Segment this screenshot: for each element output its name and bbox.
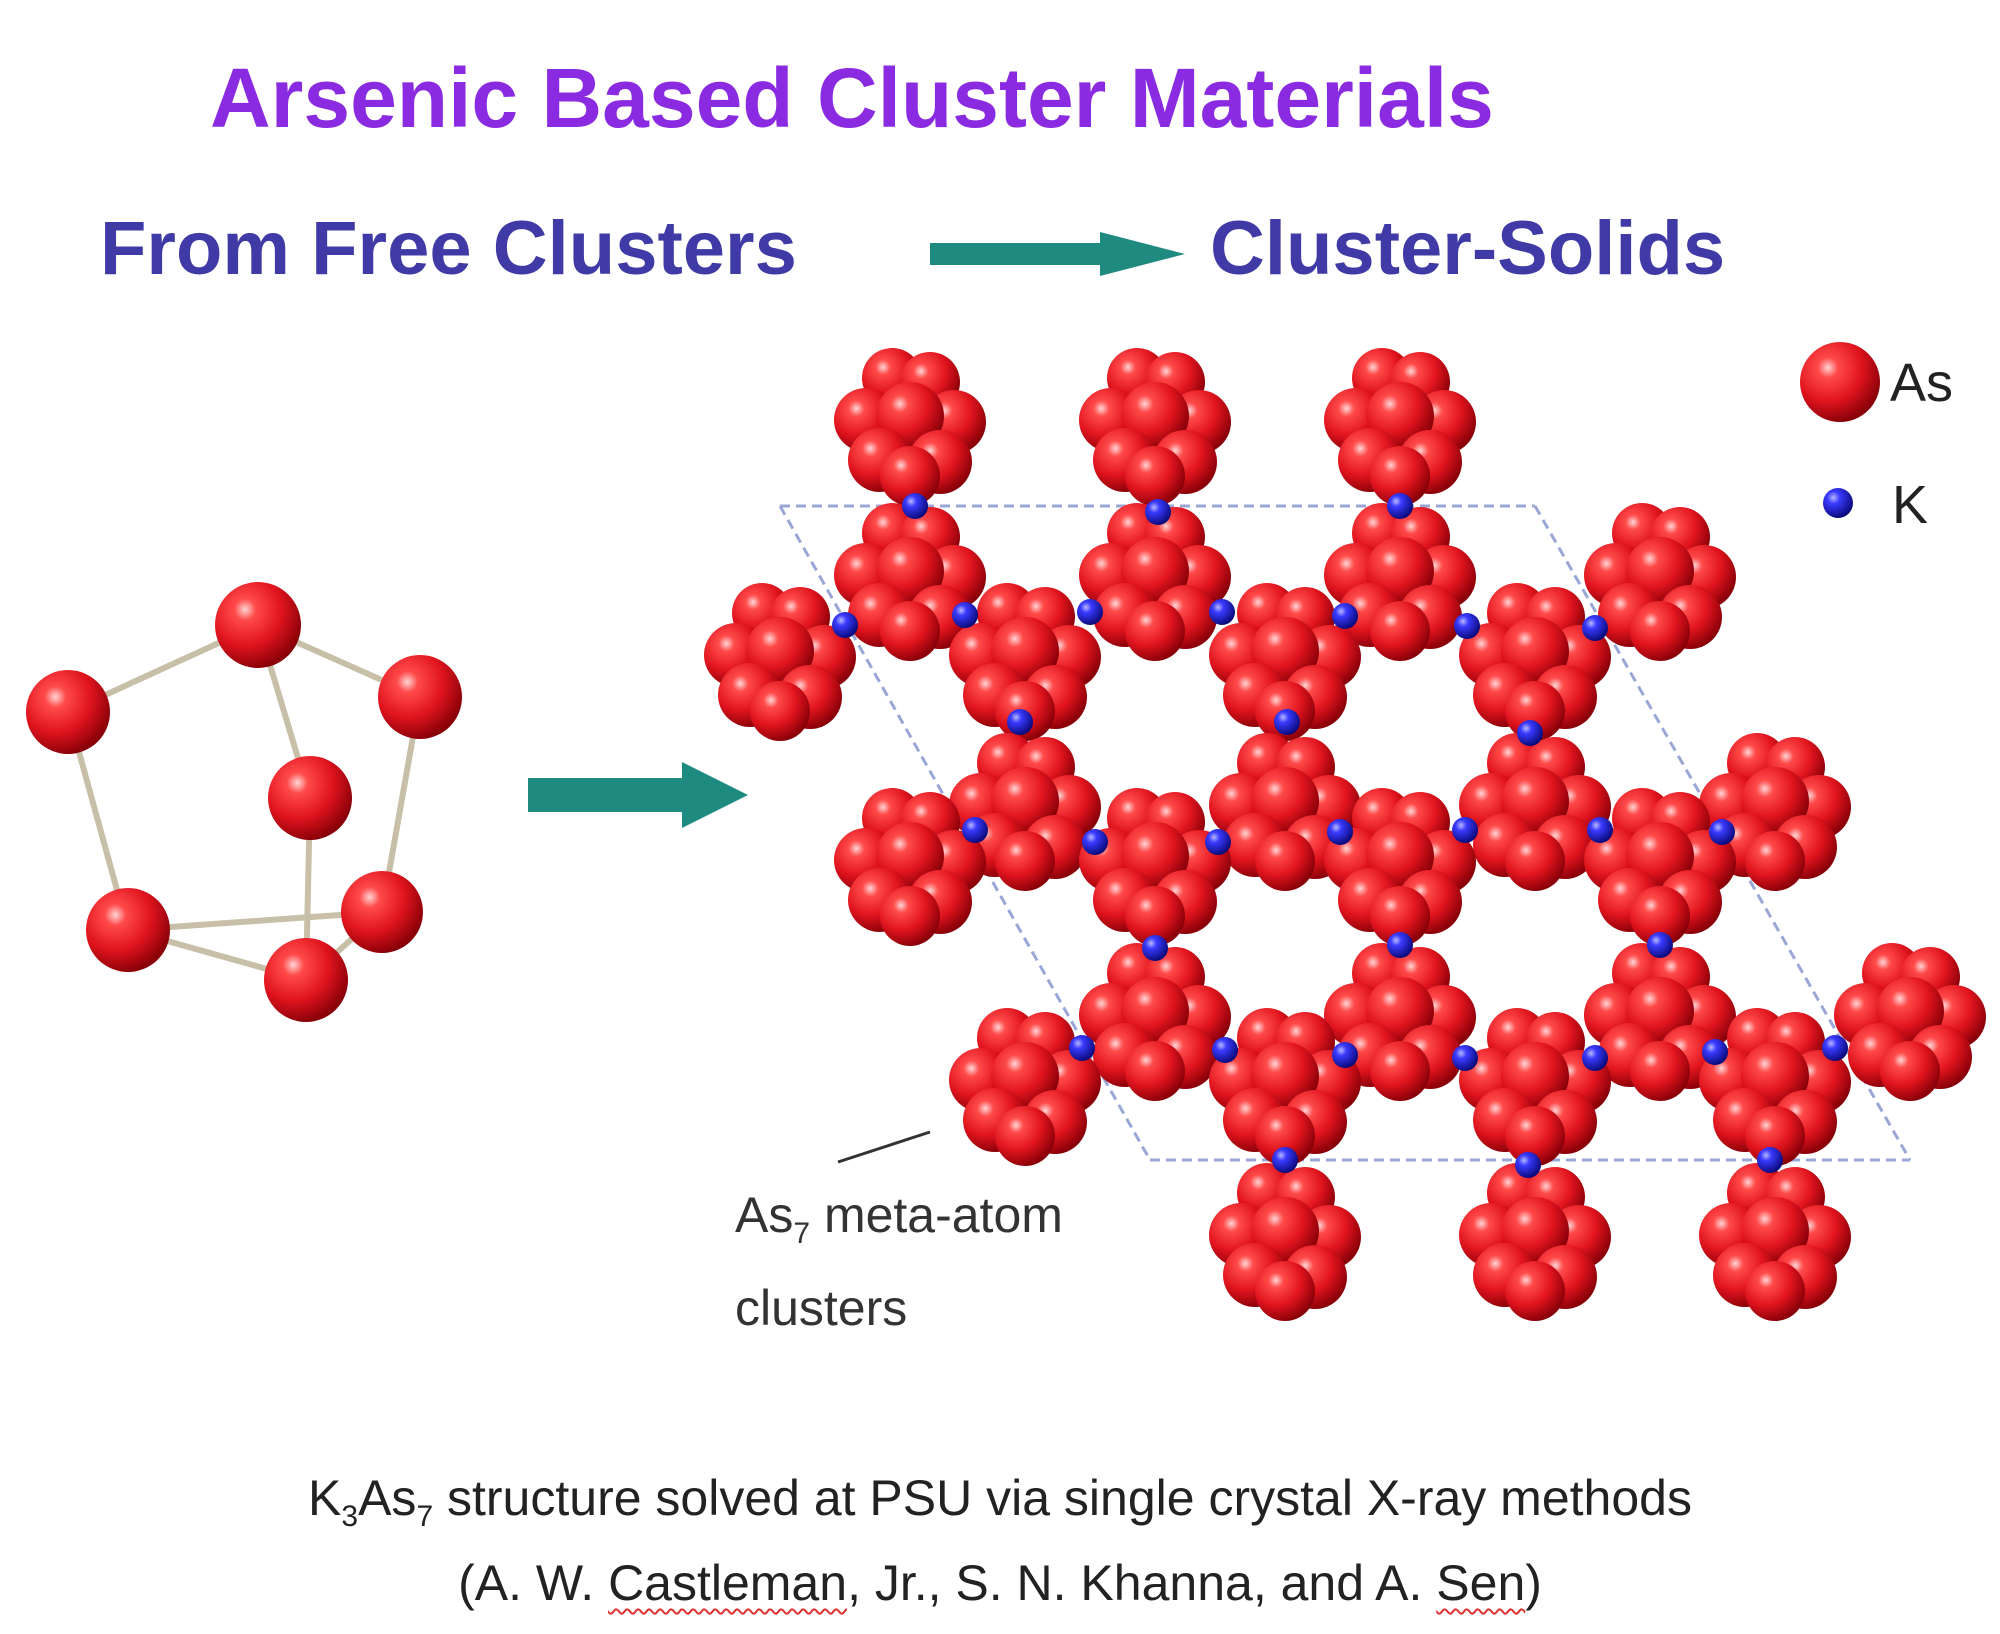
credit-open: (A. W. <box>458 1555 609 1611</box>
right-arrow-icon <box>930 232 1185 276</box>
right-arrow-icon <box>528 762 748 828</box>
caption-as-sub: 7 <box>416 1500 434 1533</box>
annotation-line2: clusters <box>735 1280 908 1336</box>
annotation-rest: meta-atom <box>810 1187 1063 1243</box>
free-cluster-as7 <box>26 582 462 1022</box>
legend-label-k: K <box>1892 475 1929 535</box>
subtitle-from: From Free Clusters <box>100 206 797 291</box>
annotation-label: As7 meta-atom clusters <box>735 1178 1215 1345</box>
credit-name-sen: Sen <box>1436 1555 1526 1611</box>
credit-close: ) <box>1525 1555 1542 1611</box>
caption-k-sub: 3 <box>341 1500 359 1533</box>
page-title: Arsenic Based Cluster Materials <box>210 51 1494 145</box>
credit-mid: , Jr., S. N. Khanna, and A. <box>847 1555 1437 1611</box>
annotation-as-sub: 7 <box>793 1217 811 1250</box>
caption: K3As7 structure solved at PSU via single… <box>0 1465 2000 1616</box>
caption-as: As <box>358 1470 417 1526</box>
as-atom-icon <box>1800 342 1880 422</box>
subtitle-to: Cluster-Solids <box>1210 206 1726 291</box>
annotation-pointer <box>837 1130 931 1164</box>
credit-name-castleman: Castleman <box>608 1555 848 1611</box>
potassium-atoms <box>832 493 1848 1178</box>
annotation-as: As <box>735 1187 794 1243</box>
k-atom-icon <box>1823 488 1853 518</box>
caption-rest: structure solved at PSU via single cryst… <box>433 1470 1692 1526</box>
caption-k: K <box>308 1470 342 1526</box>
legend-label-as: As <box>1890 353 1954 413</box>
